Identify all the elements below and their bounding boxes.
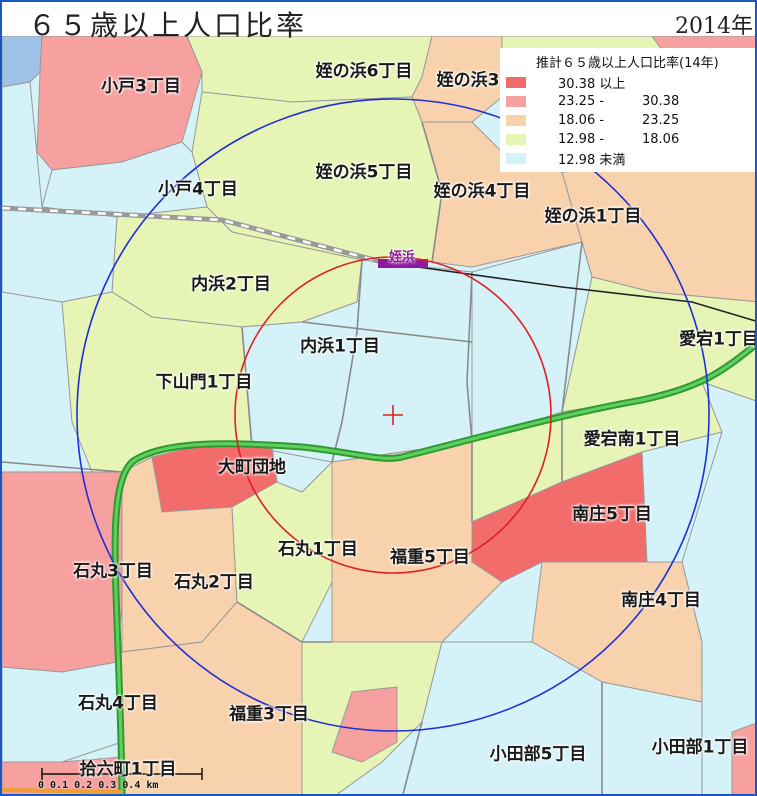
label-meinohama-6: 姪の浜6丁目 <box>315 61 413 82</box>
title-bar: ６５歳以上人口比率 2014年 <box>2 2 755 42</box>
legend-min: 23.25 - <box>558 94 605 109</box>
legend-row: 23.25 - 30.38 <box>506 92 749 111</box>
map-year: 2014年 <box>675 14 753 39</box>
label-otabe-1: 小田部1丁目 <box>651 737 749 758</box>
label-minamisho-5: 南庄5丁目 <box>572 504 652 525</box>
station-label[interactable]: 姪浜 <box>389 250 416 265</box>
area-small-pink <box>331 686 398 763</box>
label-uchihama-2: 内浜2丁目 <box>191 274 271 295</box>
legend-min: 12.98 - <box>558 132 605 147</box>
orange-road <box>2 788 123 794</box>
label-meinohama-3: 姪の浜3 <box>436 70 500 91</box>
station-marker[interactable] <box>378 259 428 268</box>
legend-swatch <box>506 115 526 126</box>
label-ishimaru-2: 石丸2丁目 <box>174 572 254 593</box>
label-omachi-danchi: 大町団地 <box>218 457 286 478</box>
scale-bar-lines <box>41 768 203 780</box>
legend-max: 18.06 <box>642 132 680 147</box>
label-shimoyamato-1: 下山門1丁目 <box>155 372 253 393</box>
label-otabe-5: 小田部5丁目 <box>489 744 587 765</box>
subway-line <box>381 261 755 322</box>
legend-row: 18.06 - 23.25 <box>506 111 749 130</box>
legend-swatch <box>506 153 526 164</box>
legend-min: 12.98 未満 <box>558 153 626 168</box>
legend-swatch <box>506 96 526 107</box>
label-ko-do-3: 小戸3丁目 <box>101 76 181 97</box>
railway <box>2 205 383 265</box>
highway-inner <box>113 343 755 794</box>
label-ishimaru-4: 石丸4丁目 <box>78 693 158 714</box>
label-fukushige-5: 福重5丁目 <box>390 547 470 568</box>
area-left-strip <box>2 81 118 303</box>
label-meinohama-4: 姪の浜4丁目 <box>433 181 531 202</box>
scale-bar: 0 0.1 0.2 0.3 0.4 km <box>38 770 218 794</box>
legend-row: 12.98 未満 <box>506 149 749 168</box>
outer-radius-circle <box>76 98 710 732</box>
label-minamisho-4: 南庄4丁目 <box>621 590 701 611</box>
legend-max: 23.25 <box>642 113 680 128</box>
label-fukushige-3: 福重3丁目 <box>229 704 309 725</box>
label-atago-1: 愛宕1丁目 <box>679 329 757 350</box>
legend-max: 30.38 <box>642 94 680 109</box>
label-ishimaru-3: 石丸3丁目 <box>73 561 153 582</box>
legend-row: 30.38 以上 <box>506 73 749 92</box>
legend-title: 推計６５歳以上人口比率(14年) <box>536 56 719 71</box>
label-atago-minami-1: 愛宕南1丁目 <box>583 429 681 450</box>
legend-swatch <box>506 134 526 145</box>
label-meinohama-5: 姪の浜5丁目 <box>315 162 413 183</box>
legend: 推計６５歳以上人口比率(14年) 30.38 以上 23.25 - 30.38 … <box>500 48 755 172</box>
label-meinohama-1: 姪の浜1丁目 <box>544 206 642 227</box>
legend-row: 12.98 - 18.06 <box>506 130 749 149</box>
center-crosshair <box>383 405 403 425</box>
road-lines <box>2 121 603 794</box>
inner-radius-circle <box>234 256 552 574</box>
label-uchihama-1: 内浜1丁目 <box>300 336 380 357</box>
scale-label: 0 0.1 0.2 0.3 0.4 km <box>38 780 159 791</box>
label-ishimaru-1: 石丸1丁目 <box>278 539 358 560</box>
legend-min: 18.06 - <box>558 113 605 128</box>
legend-min: 30.38 以上 <box>558 77 626 92</box>
water-area <box>2 35 43 88</box>
map-title: ６５歳以上人口比率 <box>28 9 308 42</box>
area-mid-right <box>471 241 593 443</box>
label-jurokucho-1: 拾六町1丁目 <box>79 759 177 780</box>
legend-swatch <box>506 77 526 88</box>
area-bottom-right <box>731 722 755 794</box>
label-ko-do-4: 小戸4丁目 <box>158 179 238 200</box>
